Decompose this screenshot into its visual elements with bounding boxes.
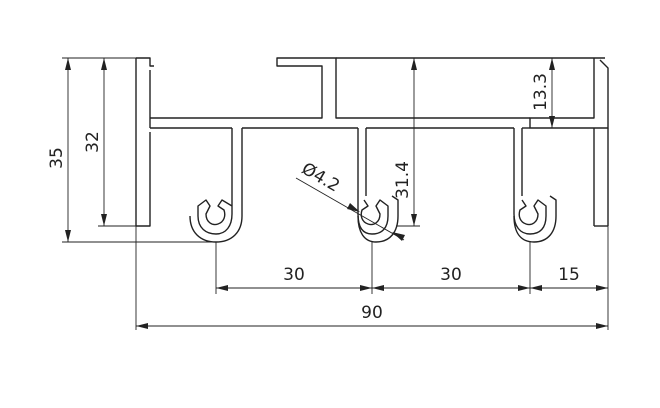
dim-label-30-middle: 30 — [440, 265, 462, 285]
dim-label-32: 32 — [83, 131, 103, 153]
dim-label-13-3: 13.3 — [531, 73, 551, 111]
aluminum-profile — [135, 57, 609, 243]
left-post — [135, 57, 154, 227]
dim-label-31-4: 31.4 — [393, 161, 413, 199]
upper-flange — [150, 57, 338, 119]
dim-label-15: 15 — [558, 265, 580, 285]
dim-label-30-left: 30 — [283, 265, 305, 285]
dim-label-diameter: Ø4.2 — [298, 159, 343, 197]
hook-right — [513, 128, 557, 243]
dim-label-35: 35 — [47, 147, 67, 169]
dim-label-90: 90 — [361, 303, 383, 323]
dimension-lines — [62, 57, 609, 330]
hook-middle — [357, 128, 399, 243]
hook-left — [189, 128, 243, 243]
